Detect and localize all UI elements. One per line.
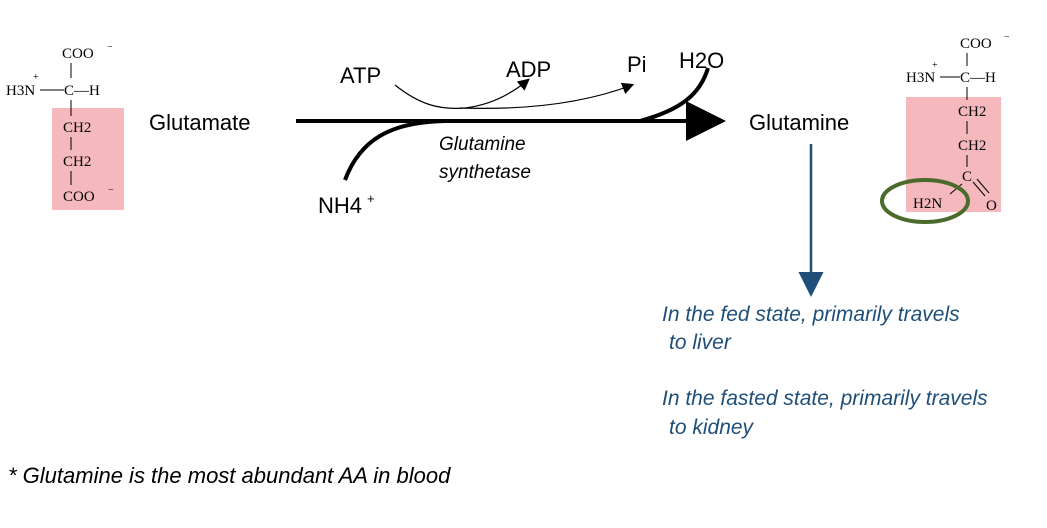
glutamine-top-group: COO: [960, 36, 992, 52]
glutamine-structure: COO − H3N + C—H CH2 CH2 C H2N O: [880, 32, 1010, 224]
glutamine-oxygen: O: [986, 198, 997, 214]
glutamine-carbonyl-carbon: C: [962, 169, 972, 185]
glutamate-bottom-charge: −: [108, 185, 114, 196]
nh4-charge: +: [367, 191, 375, 206]
double-bond: [972, 181, 986, 197]
nh4-input-curve: [343, 119, 446, 181]
fed-state-note-line2: to liver: [669, 331, 732, 354]
glutamate-ch2-2: CH2: [63, 154, 91, 170]
enzyme-name-line2: synthetase: [439, 162, 531, 183]
glutamine-amine: H3N: [906, 70, 935, 86]
fasted-state-note-line1: In the fasted state, primarily travels: [662, 387, 988, 410]
glutamine-ch2-1: CH2: [958, 104, 986, 120]
h2o-label: H2O: [679, 48, 724, 73]
glutamine-amide-n: H2N: [913, 196, 942, 212]
h2o-output-curve: [639, 67, 710, 123]
glutamate-top-group: COO: [62, 46, 94, 62]
glutamate-highlight: [52, 108, 124, 210]
pi-label: Pi: [627, 52, 647, 77]
glutamate-amine: H3N: [6, 83, 35, 99]
fed-state-note-line1: In the fed state, primarily travels: [662, 303, 960, 326]
bond: [949, 183, 963, 195]
double-bond: [976, 178, 990, 194]
atp-to-adp-arrow: [394, 78, 530, 109]
glutamine-label: Glutamine: [749, 110, 849, 135]
glutamate-structure: COO − H3N + C—H CH2 CH2 COO −: [6, 42, 124, 210]
atp-label: ATP: [340, 63, 381, 88]
fasted-state-note-line2: to kidney: [669, 416, 755, 439]
glutamate-top-charge: −: [107, 42, 113, 53]
glutamine-top-charge: −: [1004, 32, 1010, 43]
footnote: * Glutamine is the most abundant AA in b…: [8, 463, 451, 488]
reaction-arrows: [296, 67, 726, 181]
glutamate-bottom-group: COO: [63, 189, 95, 205]
pi-arrow: [459, 82, 635, 110]
glutamine-ch2-2: CH2: [958, 138, 986, 154]
glutamate-alpha-carbon: C—H: [64, 83, 100, 99]
adp-label: ADP: [506, 57, 551, 82]
amide-group-circle: [880, 178, 970, 224]
enzyme-name-line1: Glutamine: [439, 134, 526, 155]
glutamine-highlight: [906, 97, 1001, 212]
glutamine-alpha-carbon: C—H: [960, 70, 996, 86]
glutamate-ch2-1: CH2: [63, 120, 91, 136]
glutamate-label: Glutamate: [149, 110, 251, 135]
glutamine-amine-charge: +: [932, 60, 938, 71]
amine-charge: +: [33, 72, 39, 83]
nh4-label: NH4: [318, 193, 362, 218]
